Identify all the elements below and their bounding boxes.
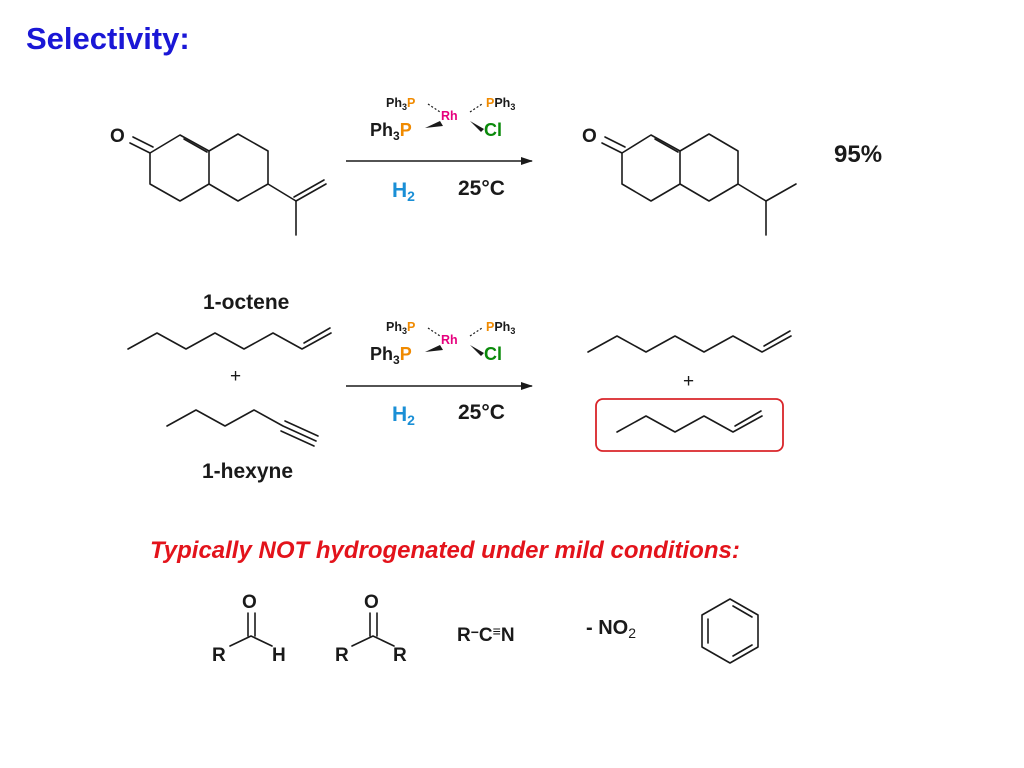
cat1-lower-left-ligand: Ph3P (370, 120, 412, 143)
cond1-hydrogen: H2 (392, 179, 415, 204)
reactant-octalone-isopropenyl: O (110, 126, 327, 236)
slide-title: Selectivity: (26, 21, 190, 56)
product-carbonyl-oxygen: O (582, 126, 597, 147)
highlight-box (595, 398, 784, 452)
aldehyde-r: R (212, 645, 226, 666)
cond2-temperature: 25°C (458, 401, 505, 424)
cat1-upper-left-ligand: Ph3P (386, 96, 415, 112)
yield-value: 95% (834, 141, 882, 168)
plus-sign-left: + (230, 366, 241, 387)
product-1-hexene (616, 410, 763, 433)
ketone-r-left: R (335, 645, 349, 666)
ketone-oxygen: O (364, 592, 379, 613)
cond1-temperature: 25°C (458, 177, 505, 200)
cat1-upper-right-ligand: PPh3 (486, 96, 515, 112)
catalyst-wilkinson-2: Ph3P Rh PPh3 Ph3P Cl (370, 320, 515, 367)
hexyne-label: 1-hexyne (202, 460, 293, 483)
reactant-1-hexyne (166, 409, 319, 447)
nitrile-group: R−C≡N (457, 623, 515, 646)
product-1-octene (587, 330, 792, 353)
ketone-r-right: R (393, 645, 407, 666)
cat2-upper-left-ligand: Ph3P (386, 320, 415, 336)
cat2-lower-left-ligand: Ph3P (370, 344, 412, 367)
cat2-rhodium: Rh (441, 333, 458, 347)
cat2-chlorine: Cl (484, 344, 502, 364)
octene-label: 1-octene (203, 291, 289, 314)
aldehyde-group: O R H (212, 592, 286, 666)
product-octalone-isopropyl: O (582, 126, 797, 236)
reactant-carbonyl-oxygen: O (110, 126, 125, 147)
nitro-group: - NO2 (586, 617, 636, 641)
catalyst-wilkinson-1: Ph3P Rh PPh3 Ph3P Cl (370, 96, 515, 143)
unreactive-groups-note: Typically NOT hydrogenated under mild co… (150, 537, 740, 564)
cat2-upper-right-ligand: PPh3 (486, 320, 515, 336)
aldehyde-oxygen: O (242, 592, 257, 613)
cat1-rhodium: Rh (441, 109, 458, 123)
ketone-group: O R R (335, 592, 407, 666)
plus-sign-right: + (683, 371, 694, 392)
reactant-1-octene (127, 327, 332, 350)
cond2-hydrogen: H2 (392, 403, 415, 428)
cat1-chlorine: Cl (484, 120, 502, 140)
benzene-ring (701, 598, 759, 664)
aldehyde-h: H (272, 645, 286, 666)
